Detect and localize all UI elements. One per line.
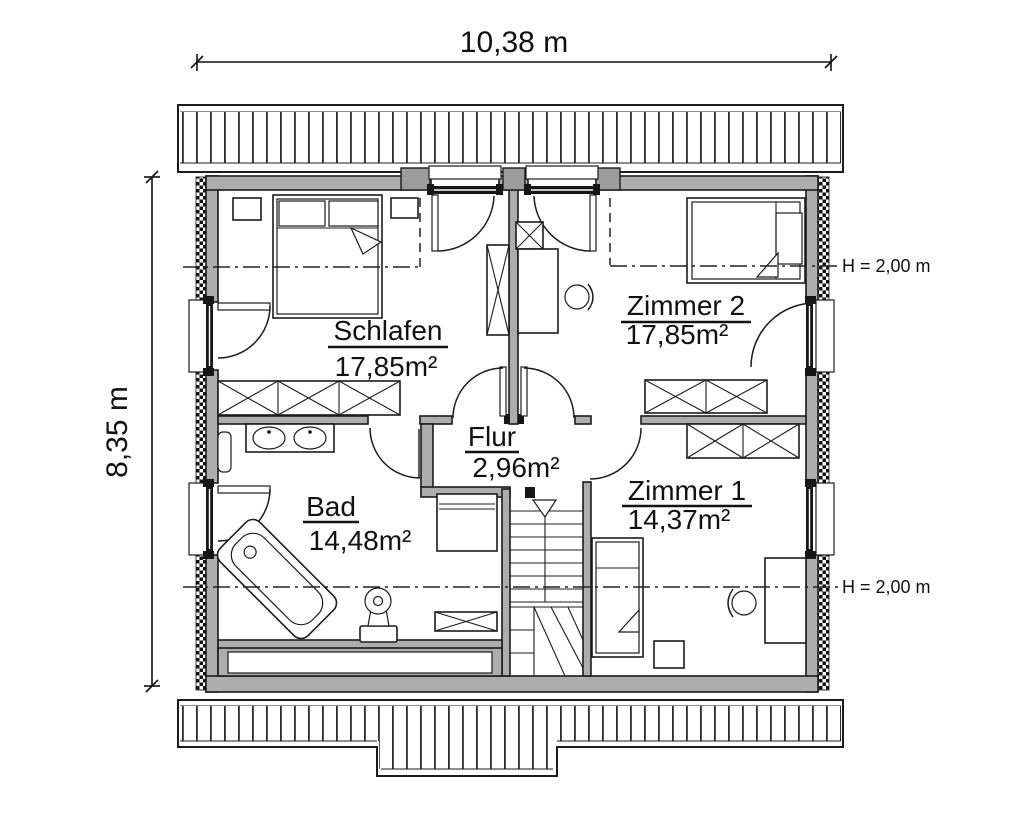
room-labels: Schlafen 17,85m² Zimmer 2 17,85m² Flur 2… (303, 290, 752, 556)
room-label-bad: Bad (306, 491, 356, 522)
bathtub-icon (216, 518, 338, 640)
pillow (278, 200, 326, 227)
tall-cabinet-icon (486, 244, 510, 336)
door-swing (533, 195, 591, 252)
door-swing (523, 367, 575, 419)
knee-wall-storage (217, 647, 503, 677)
window-swing (750, 302, 816, 368)
height-line-upper: H = 2,00 m (183, 198, 931, 276)
double-washbasin-icon (245, 423, 335, 453)
height-line-lower: H = 2,00 m (183, 577, 931, 597)
wardrobe-icon (686, 423, 800, 459)
door-leaf (589, 194, 597, 252)
nightstand-icon (390, 197, 419, 219)
door-swing (437, 195, 495, 252)
room-label-zimmer2: Zimmer 2 (627, 290, 745, 321)
office-chair-icon (727, 588, 757, 618)
area-label-flur: 2,96m² (472, 452, 559, 483)
door-leaf (520, 366, 528, 417)
radiator-icon (217, 431, 232, 473)
door-bad-flur (369, 427, 421, 479)
roof-eave-top (177, 104, 844, 173)
room-bad (216, 423, 498, 643)
low-cabinet-icon (434, 611, 498, 632)
blanket-fold (755, 251, 779, 278)
single-bed-icon (591, 537, 644, 658)
height-marker-lower-label: H = 2,00 m (842, 577, 931, 597)
door-leaf (431, 194, 439, 252)
stair-direction-arrow (531, 499, 558, 519)
door-swing (589, 427, 642, 480)
area-label-schlafen: 17,85m² (335, 351, 438, 382)
dimension-height-label: 8,35 m (101, 386, 134, 478)
height-marker-upper-label: H = 2,00 m (842, 256, 931, 276)
room-zimmer2 (515, 197, 806, 414)
dormer-piers (400, 167, 621, 191)
single-bed-icon (686, 197, 806, 284)
room-label-schlafen: Schlafen (334, 315, 443, 346)
window-right-zimmer2 (750, 296, 835, 376)
room-label-flur: Flur (468, 421, 516, 452)
nightstand-icon (653, 640, 685, 669)
desk-icon (517, 248, 559, 334)
staircase-icon (510, 487, 584, 677)
door-leaf (499, 366, 507, 417)
door-flur-schlafen (452, 366, 575, 424)
cabinet-icon (436, 493, 498, 552)
pillow (775, 212, 803, 265)
pillow (328, 200, 379, 227)
door-leaf (217, 302, 271, 311)
dimension-width: 10,38 m (190, 26, 838, 71)
window-left-schlafen (188, 296, 271, 376)
room-schlafen (217, 194, 510, 416)
area-label-zimmer2: 17,85m² (626, 319, 729, 350)
door-swing (452, 367, 504, 419)
toilet-icon (359, 587, 398, 643)
area-label-bad: 14,48m² (309, 525, 412, 556)
dimension-height: 8,35 m (101, 170, 160, 693)
nightstand-icon (232, 197, 262, 221)
roof-eave-bottom (177, 699, 844, 777)
door-zimmer1 (589, 427, 642, 480)
office-chair-icon (564, 283, 594, 311)
door-swing (369, 427, 421, 479)
dormer-doors (427, 165, 600, 252)
window-right-zimmer1 (805, 479, 835, 559)
exterior-walls (205, 175, 819, 693)
double-bed-icon (272, 194, 383, 319)
door-leaf (217, 485, 271, 494)
dimension-width-label: 10,38 m (460, 26, 568, 59)
interior-walls (217, 189, 807, 677)
blanket-fold (349, 226, 383, 255)
small-cabinet-icon (515, 221, 544, 250)
area-label-zimmer1: 14,37m² (628, 504, 731, 535)
room-label-zimmer1: Zimmer 1 (628, 475, 746, 506)
wardrobe-icon (644, 379, 768, 414)
wardrobe-icon (217, 380, 401, 416)
room-zimmer1 (591, 423, 807, 669)
blanket-fold (617, 608, 640, 633)
door-swing (217, 305, 271, 359)
desk-icon (764, 557, 807, 644)
